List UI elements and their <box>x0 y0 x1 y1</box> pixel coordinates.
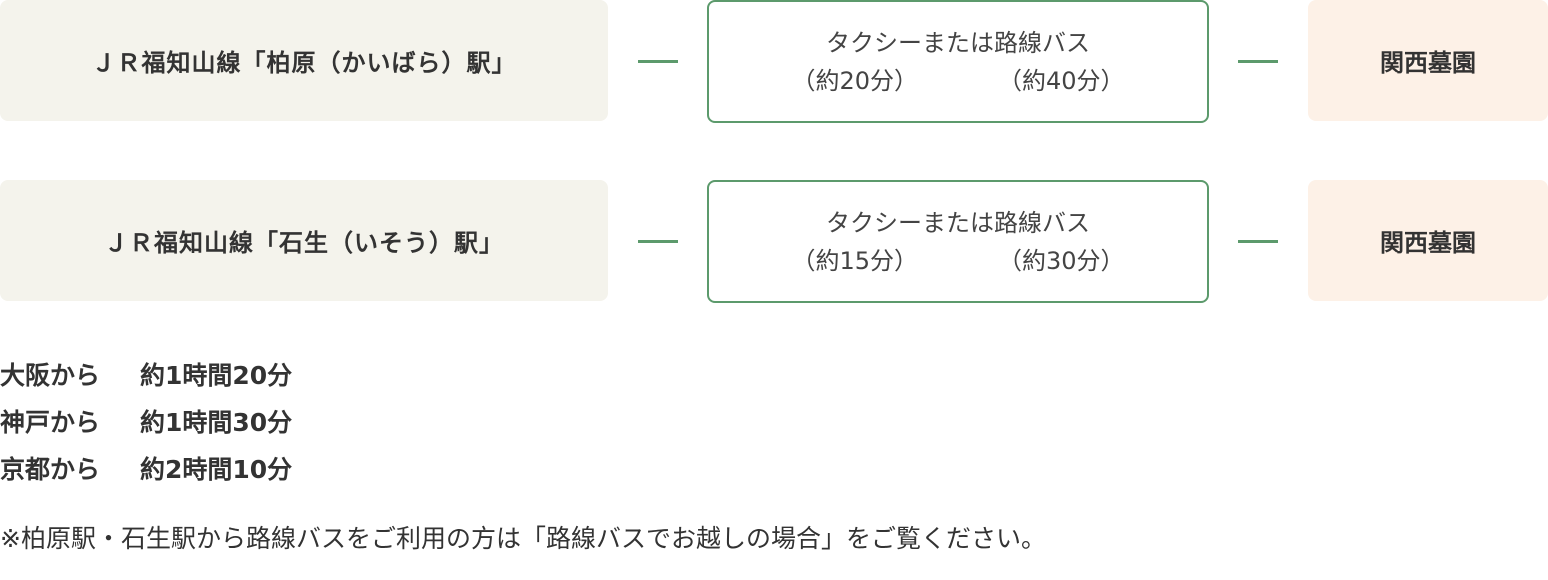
duration-origin: 京都から <box>0 455 101 484</box>
route-row-isou: ＪＲ福知山線「石生（いそう）駅」 タクシーまたは路線バス （約15分） （約30… <box>0 180 1548 303</box>
transport-times: （約15分） （約30分） <box>791 242 1124 280</box>
bus-route-note: ※柏原駅・石生駅から路線バスをご利用の方は「路線バスでお越しの場合」をご覧くださ… <box>0 524 1046 553</box>
station-box: ＪＲ福知山線「石生（いそう）駅」 <box>0 180 608 301</box>
transport-times: （約20分） （約40分） <box>791 62 1124 100</box>
connector-line <box>1238 60 1278 63</box>
transport-label: タクシーまたは路線バス <box>826 208 1090 237</box>
duration-origin: 大阪から <box>0 361 101 390</box>
transport-box: タクシーまたは路線バス （約20分） （約40分） <box>707 0 1209 123</box>
duration-item-kobe: 神戸から 約1時間30分 <box>0 399 292 446</box>
connector-line <box>638 60 678 63</box>
connector-line <box>1238 240 1278 243</box>
transport-box: タクシーまたは路線バス （約15分） （約30分） <box>707 180 1209 303</box>
duration-list: 大阪から 約1時間20分 神戸から 約1時間30分 京都から 約2時間10分 <box>0 352 292 493</box>
connector-line <box>638 240 678 243</box>
destination-box: 関西墓園 <box>1308 0 1548 121</box>
bus-time: （約30分） <box>998 246 1125 275</box>
duration-time: 約2時間10分 <box>140 455 293 484</box>
station-box: ＪＲ福知山線「柏原（かいばら）駅」 <box>0 0 608 121</box>
destination-box: 関西墓園 <box>1308 180 1548 301</box>
transport-label: タクシーまたは路線バス <box>826 28 1090 57</box>
duration-origin: 神戸から <box>0 408 101 437</box>
duration-item-osaka: 大阪から 約1時間20分 <box>0 352 292 399</box>
duration-time: 約1時間20分 <box>140 361 293 390</box>
bus-time: （約40分） <box>998 66 1125 95</box>
taxi-time: （約20分） <box>791 66 918 95</box>
taxi-time: （約15分） <box>791 246 918 275</box>
duration-item-kyoto: 京都から 約2時間10分 <box>0 446 292 493</box>
duration-time: 約1時間30分 <box>140 408 293 437</box>
route-row-kaibara: ＪＲ福知山線「柏原（かいばら）駅」 タクシーまたは路線バス （約20分） （約4… <box>0 0 1548 123</box>
